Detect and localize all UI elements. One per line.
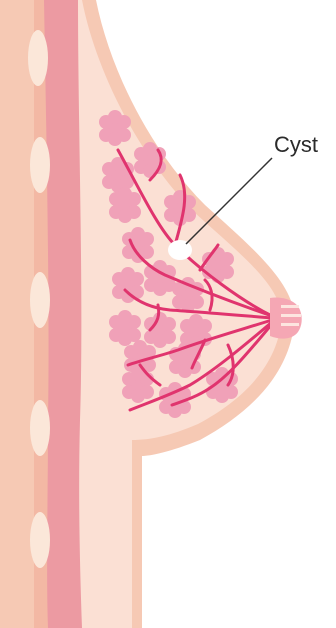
rib-3 — [30, 272, 50, 328]
lobule-cluster — [99, 110, 131, 146]
lobule-cluster — [102, 157, 134, 193]
lobule-lobe — [108, 110, 122, 124]
nipple-shape — [270, 298, 302, 339]
lobule-lobe — [133, 340, 147, 354]
cyst-label: Cyst — [274, 132, 318, 157]
cyst — [168, 240, 192, 260]
lobule-cluster — [122, 227, 154, 263]
lobule-lobe — [131, 227, 145, 241]
lobule-lobe — [168, 404, 182, 418]
nipple-stripe-3 — [281, 323, 299, 326]
lobule-lobe — [118, 332, 132, 346]
rib-4 — [30, 400, 50, 456]
breast-inner-tissue — [60, 0, 282, 628]
lobule-lobe — [108, 132, 122, 146]
lobule-lobe — [178, 364, 192, 378]
nipple-stripe-1 — [281, 305, 299, 308]
lobule-lobe — [131, 389, 145, 403]
lobule-lobe — [143, 142, 157, 156]
lobule-lobe — [189, 314, 203, 328]
lobule-lobe — [121, 267, 135, 281]
lobule-lobe — [153, 282, 167, 296]
lobule-lobe — [118, 209, 132, 223]
rib-5 — [30, 512, 50, 568]
lobule-cluster — [122, 367, 154, 403]
nipple-stripe-2 — [281, 314, 301, 317]
lobule-cluster — [109, 187, 141, 223]
lobule-lobe — [118, 187, 132, 201]
lobule-cluster — [202, 247, 234, 283]
nipple — [270, 298, 302, 339]
lobule-cluster — [172, 277, 204, 313]
lobule-lobe — [153, 334, 167, 348]
lobule-cluster — [112, 267, 144, 303]
lobule-lobe — [215, 389, 229, 403]
rib-1 — [28, 30, 48, 86]
lobule-lobe — [118, 310, 132, 324]
lobule-cluster — [109, 310, 141, 346]
rib-2 — [30, 137, 50, 193]
